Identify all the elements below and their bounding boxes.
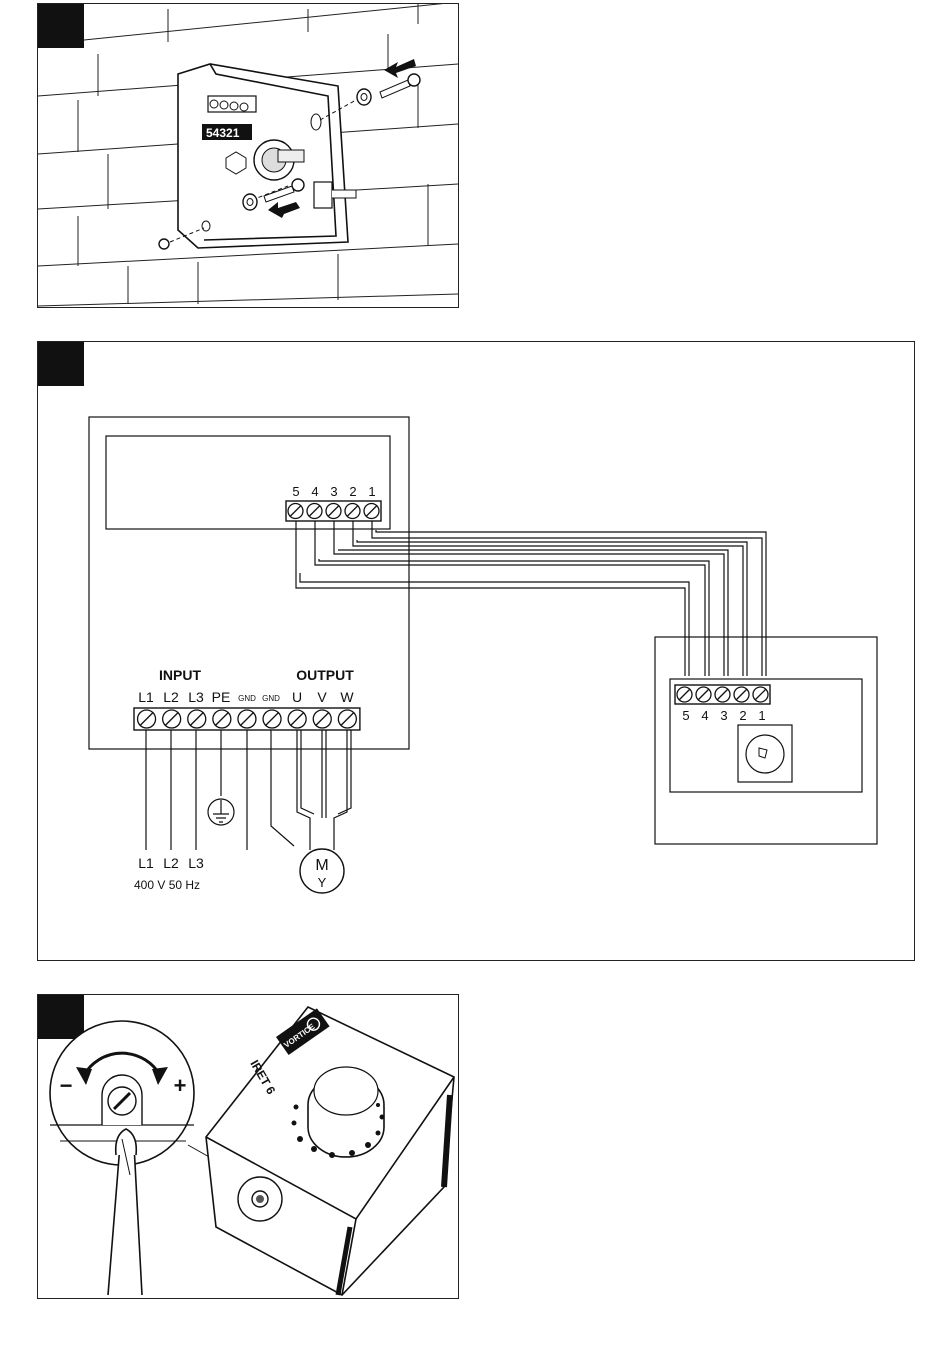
supply-rating: 400 V 50 Hz (134, 878, 200, 892)
supply-label-l1: L1 (138, 855, 154, 871)
terminal-label-v: V (317, 689, 327, 705)
supply-label-l3: L3 (188, 855, 204, 871)
terminal-label-w: W (340, 689, 354, 705)
wiring-diagram: 5 4 3 2 1 INPUT OUTPUT L1 L2 L3 PE GND G… (38, 342, 914, 960)
supply-label-l2: L2 (163, 855, 179, 871)
inverter-terminal-label: 4 (311, 484, 318, 499)
terminal-label-l2: L2 (163, 689, 179, 705)
inverter-control-terminal-labels: 5 4 3 2 1 (292, 484, 375, 499)
inverter-control-terminal-block (286, 501, 381, 521)
plus-sign: + (174, 1073, 187, 1098)
switch-block (314, 182, 332, 208)
remote-terminal-label: 5 (682, 708, 689, 723)
upper-screw (357, 74, 420, 105)
motor-symbol: M Y (300, 849, 344, 893)
remote-terminal-labels: 5 4 3 2 1 (682, 708, 765, 723)
mounting-slot-bottom (202, 221, 210, 231)
terminal-label-l1: L1 (138, 689, 154, 705)
controller-device: VORTICE IRET 6 (206, 1007, 454, 1295)
inverter-terminal-label: 1 (368, 484, 375, 499)
terminal-label-gnd: GND (262, 694, 280, 703)
inverter-terminal-label: 2 (349, 484, 356, 499)
wall-plug (159, 239, 169, 249)
supply-wires (146, 730, 351, 850)
remote-terminal-label: 1 (758, 708, 765, 723)
remote-terminal-label: 4 (701, 708, 708, 723)
output-heading: OUTPUT (296, 667, 354, 683)
panel-adjustment: − + VORTICE IRET 6 (37, 994, 459, 1299)
terminal-digits-label: 54321 (206, 126, 240, 140)
motor-star: Y (318, 875, 327, 890)
inverter-terminal-label: 5 (292, 484, 299, 499)
wall-mounting-illustration: 54321 (38, 4, 458, 307)
switch-lever (332, 190, 356, 198)
terminal-label-gnd: GND (238, 694, 256, 703)
motor-letter: M (315, 857, 328, 874)
adjustment-illustration: − + VORTICE IRET 6 (38, 995, 458, 1298)
panel-wiring-diagram: 5 4 3 2 1 INPUT OUTPUT L1 L2 L3 PE GND G… (37, 341, 915, 961)
terminal-label-u: U (292, 689, 302, 705)
remote-terminal-label: 3 (720, 708, 727, 723)
power-terminal-labels: L1 L2 L3 PE GND GND U V W (138, 689, 354, 705)
remote-terminal-block (675, 685, 770, 704)
inverter-power-terminal-block (134, 708, 360, 730)
remote-terminal-label: 2 (739, 708, 746, 723)
input-heading: INPUT (159, 667, 201, 683)
terminal-label-pe: PE (212, 689, 231, 705)
control-cable (296, 521, 766, 676)
inverter-terminal-label: 3 (330, 484, 337, 499)
potentiometer-knob (738, 725, 792, 782)
mounting-slot-top (311, 114, 321, 130)
minus-sign: − (60, 1073, 73, 1098)
terminal-label-l3: L3 (188, 689, 204, 705)
earth-icon (208, 799, 234, 825)
panel-wall-mounting: 54321 (37, 3, 459, 308)
